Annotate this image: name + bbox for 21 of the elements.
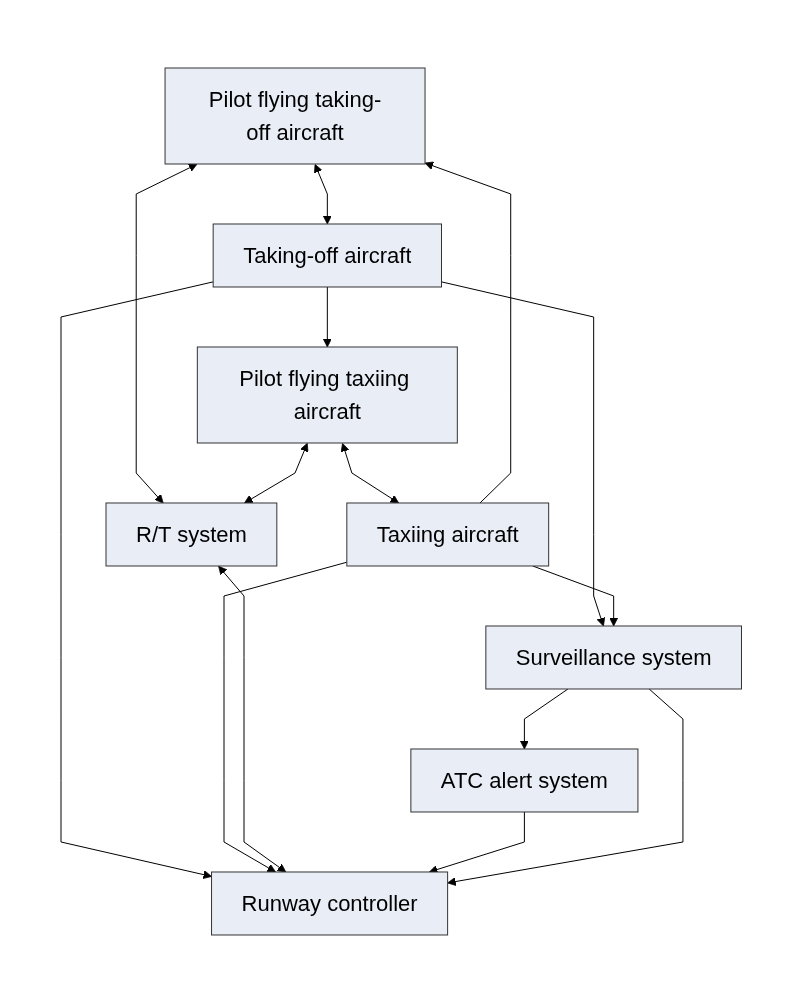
arrow: [244, 442, 309, 503]
arrow: [223, 561, 348, 872]
arrow: [341, 442, 400, 503]
arrow: [441, 280, 606, 626]
arrow: [218, 565, 287, 872]
arrow: [323, 286, 332, 347]
node-box: Surveillance system: [485, 625, 743, 689]
node-box: Runway controller: [211, 871, 449, 935]
arrow: [447, 688, 684, 886]
arrow: [60, 280, 214, 879]
node-box: Taking-off aircraft: [212, 223, 443, 287]
node-box: Pilot flying taking-off aircraft: [164, 67, 426, 164]
arrow: [135, 163, 198, 503]
arrow: [314, 163, 332, 224]
arrow: [532, 565, 619, 626]
arrow: [520, 688, 569, 749]
node-box: Taxiing aircraft: [346, 502, 550, 566]
node-box: R/T system: [105, 502, 278, 566]
arrow: [424, 161, 512, 503]
node-box: Pilot flying taxiing aircraft: [197, 346, 459, 443]
node-box: ATC alert system: [410, 748, 639, 812]
